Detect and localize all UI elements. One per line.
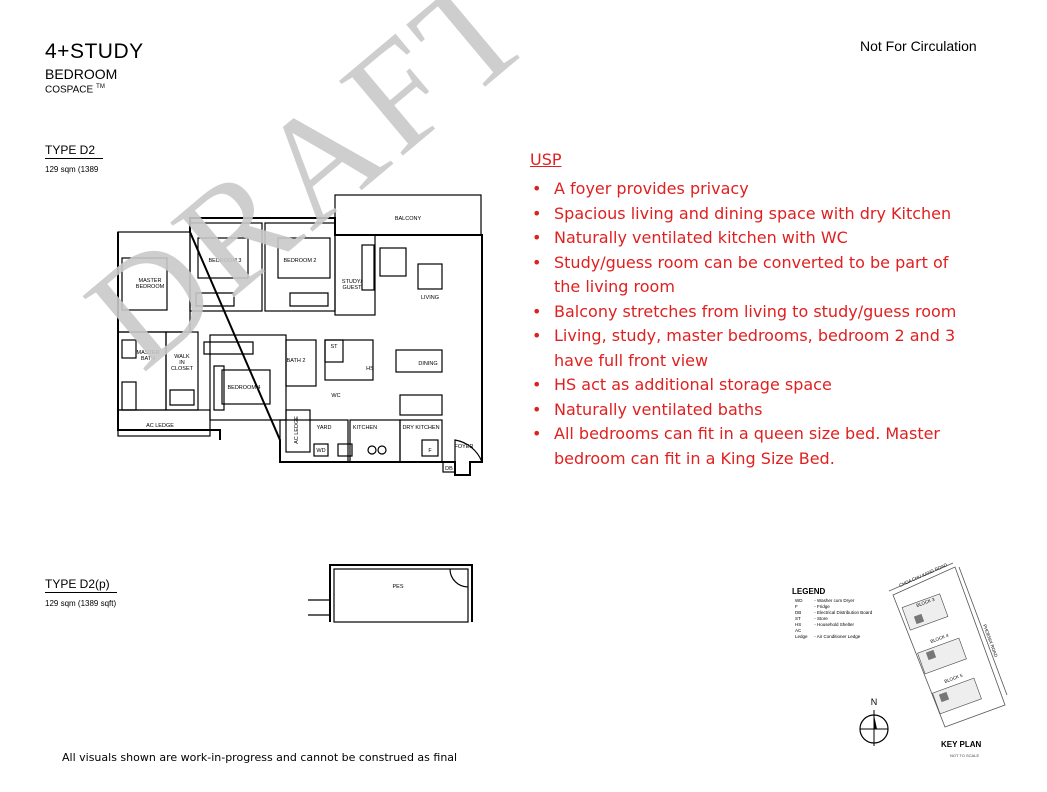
bed-3 [197,237,249,279]
plan-label-wd: WD [316,448,325,454]
plan-label-wc: WC [331,393,340,399]
plan-label-study-guest: STUDY/GUEST [342,279,363,291]
usp-item: A foyer provides privacy [530,177,960,202]
road-label-phoenix: PHOENIX ROAD [982,624,999,659]
usp-item: Spacious living and dining space with dr… [530,202,960,227]
page-subtitle: BEDROOM [45,66,118,82]
block-label: BLOCK 3 [916,597,936,608]
plan-label-db: DB [445,466,453,472]
usp-item: Living, study, master bedrooms, bedroom … [530,324,960,373]
bed-4 [221,369,271,405]
master-bed [121,257,168,311]
plan-label-yard: YARD [317,425,332,431]
usp-item: Naturally ventilated baths [530,398,960,423]
legend-entry: ST - Store [795,616,828,621]
legend-entry: AC Ledge - Air Conditioner Ledge [795,628,861,639]
usp-section: USP A foyer provides privacy Spacious li… [530,150,960,471]
plan-label-dining: DINING [418,361,437,367]
plan-label-bath2: BATH 2 [287,358,306,364]
block-label: BLOCK 4 [930,633,950,644]
legend-list: WD - Washer cum Dryer F - Fridge DB - El… [795,598,872,640]
usp-list: A foyer provides privacy Spacious living… [530,177,960,471]
north-label: N [871,697,878,707]
key-plan-map: CHOA CHU KANG ROAD PHOENIX ROAD BLOCK 3 … [888,562,1008,728]
legend-title: LEGEND [792,587,826,596]
footer-disclaimer: All visuals shown are work-in-progress a… [62,751,458,764]
legend-entry: WD - Washer cum Dryer [795,598,855,603]
trademark-symbol: TM [96,84,105,90]
legend-entry: F - Fridge [795,604,830,609]
usp-item: Balcony stretches from living to study/g… [530,300,960,325]
legend-entry: HS - Household Shelter [795,622,855,627]
north-arrow-icon: N [859,697,889,746]
road-label-choa-chu-kang: CHOA CHU KANG ROAD [898,562,948,588]
usp-item: All bedrooms can fit in a queen size bed… [530,422,960,471]
brand-name: COSPACE [45,84,94,96]
plan-label-kitchen: KITCHEN [353,425,377,431]
plan-label-bedroom3: BEDROOM 3 [208,258,241,264]
block-label: BLOCK 5 [944,673,964,684]
plan-label-pes: PES [392,584,403,590]
circulation-notice: Not For Circulation [860,38,977,54]
plan-label-ac-ledge: AC LEDGE [146,423,174,429]
key-plan-title: KEY PLAN [941,740,982,749]
floor-plan-d2p: PES [308,564,473,623]
plan-label-bedroom2: BEDROOM 2 [283,258,316,264]
type-d2-label: TYPE D2 [45,143,103,159]
key-plan-note: NOT TO SCALE [950,753,980,758]
usp-item: Study/guess room can be converted to be … [530,251,960,300]
type-d2p-area: 129 sqm (1389 sqft) [45,599,117,608]
plan-label-st: ST [330,344,338,350]
plan-label-f: F [428,448,432,454]
bed-2 [277,237,331,279]
type-d2-area: 129 sqm (1389 [45,165,99,174]
plan-label-living: LIVING [421,295,439,301]
usp-title: USP [530,150,562,169]
plan-label-bedroom4: BEDROOM 4 [227,385,260,391]
plan-label-dry-kitchen: DRY KITCHEN [402,425,439,431]
plan-label-ac-ledge-vertical: AC LEDGE [294,416,300,444]
usp-item: HS act as additional storage space [530,373,960,398]
plan-label-hs: HS [366,366,374,372]
page-title: 4+STUDY [45,40,144,63]
plan-label-foyer: FOYER [455,444,474,450]
type-d2p-label: TYPE D2(p) [45,577,117,593]
legend-entry: DB - Electrical Distribution Board [795,610,873,615]
plan-label-balcony: BALCONY [395,216,422,222]
usp-item: Naturally ventilated kitchen with WC [530,226,960,251]
